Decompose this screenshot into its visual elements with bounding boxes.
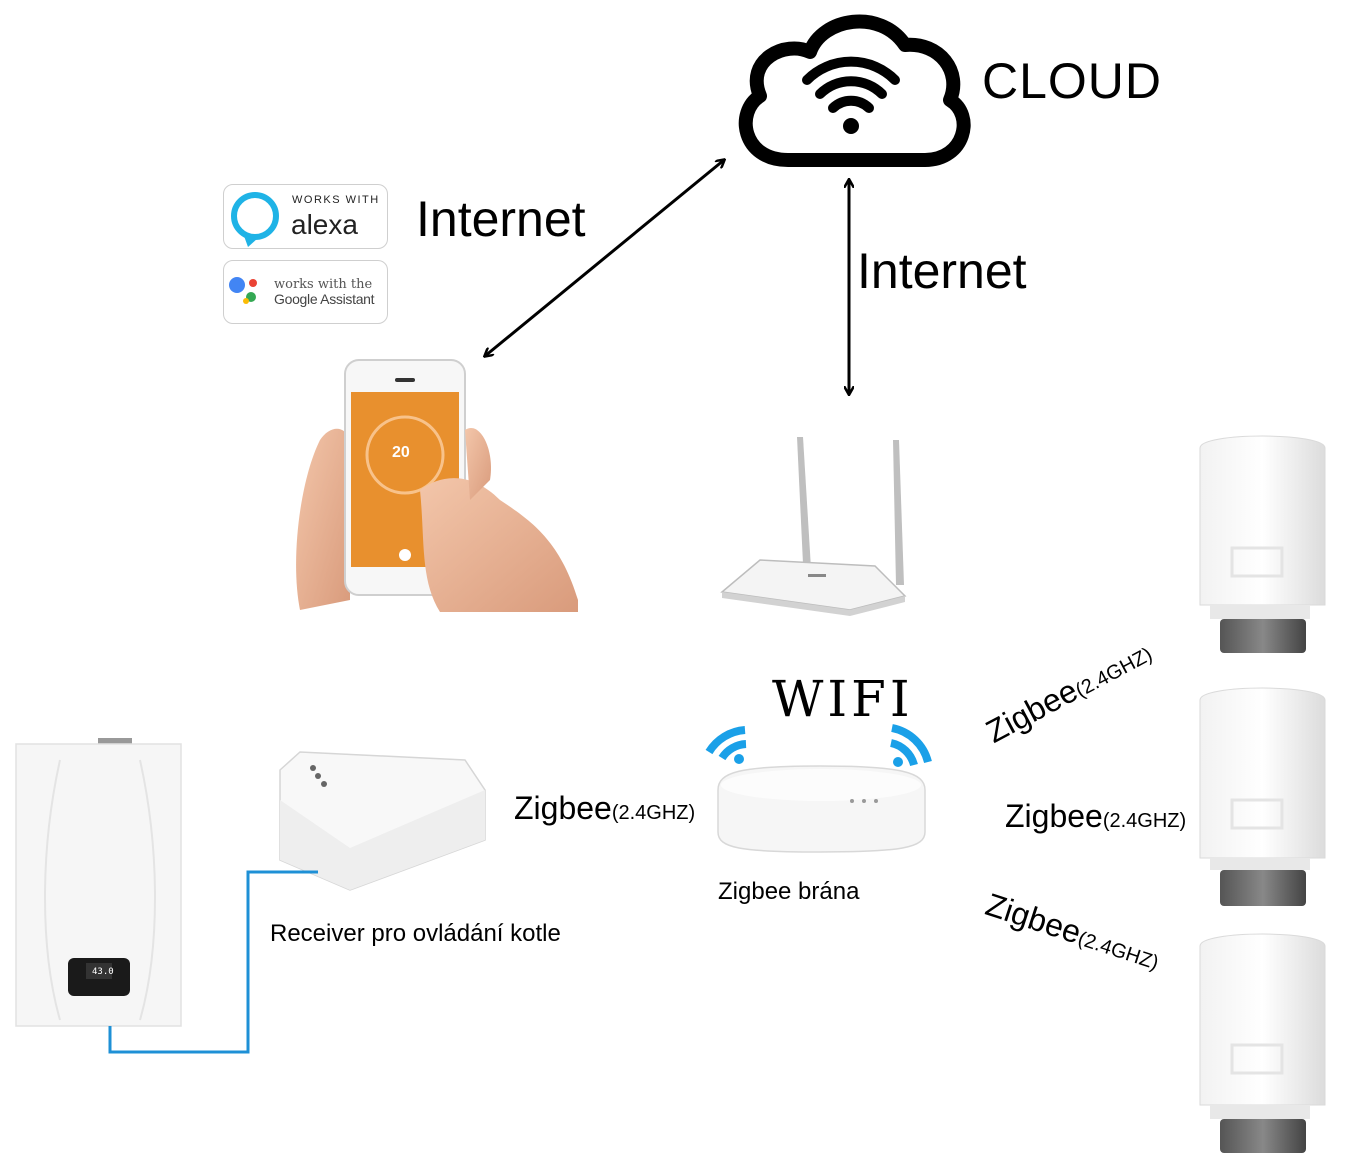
boiler-display: 43.0 bbox=[92, 967, 114, 977]
google-badge-main: Google Assistant bbox=[274, 291, 375, 307]
cloud-label: CLOUD bbox=[982, 53, 1163, 109]
trv-bottom-image bbox=[1199, 933, 1326, 1153]
receiver-image bbox=[279, 751, 486, 891]
alexa-badge-top: WORKS WITH bbox=[292, 194, 380, 206]
google-badge: works with the Google Assistant bbox=[223, 260, 388, 324]
wifi-signal-left-icon bbox=[705, 726, 747, 764]
wifi-signal-right-icon bbox=[889, 724, 932, 767]
trv-middle-image bbox=[1199, 687, 1326, 906]
zigbee-gateway-image bbox=[717, 765, 926, 853]
alexa-badge: WORKS WITH alexa bbox=[223, 184, 388, 249]
zigbee-name: Zigbee bbox=[514, 790, 612, 826]
boiler-image bbox=[15, 738, 182, 1027]
boiler-wire bbox=[108, 870, 318, 1054]
zigbee-freq: (2.4GHZ) bbox=[611, 802, 696, 824]
google-badge-top: works with the bbox=[274, 277, 373, 292]
wifi-label: WIFI bbox=[772, 670, 914, 728]
receiver-label: Receiver pro ovládání kotle bbox=[270, 920, 561, 947]
internet-label-right: Internet bbox=[857, 243, 1027, 299]
internet-label-left: Internet bbox=[416, 191, 586, 247]
cloud-icon bbox=[738, 14, 971, 167]
smartphone-app-image bbox=[296, 359, 578, 612]
alexa-badge-main: alexa bbox=[291, 209, 358, 240]
gateway-label: Zigbee brána bbox=[718, 878, 860, 905]
trv-top-image bbox=[1199, 435, 1326, 653]
internet-arrow-phone-cloud bbox=[485, 160, 724, 356]
zigbee-name: Zigbee bbox=[1005, 798, 1103, 834]
wifi-router-image bbox=[720, 437, 907, 616]
phone-temperature: 20 bbox=[392, 444, 410, 461]
zigbee-label-trv-middle: Zigbee(2.4GHZ) bbox=[1005, 800, 1186, 832]
zigbee-freq: (2.4GHZ) bbox=[1102, 810, 1187, 832]
zigbee-label-receiver: Zigbee(2.4GHZ) bbox=[514, 792, 695, 824]
